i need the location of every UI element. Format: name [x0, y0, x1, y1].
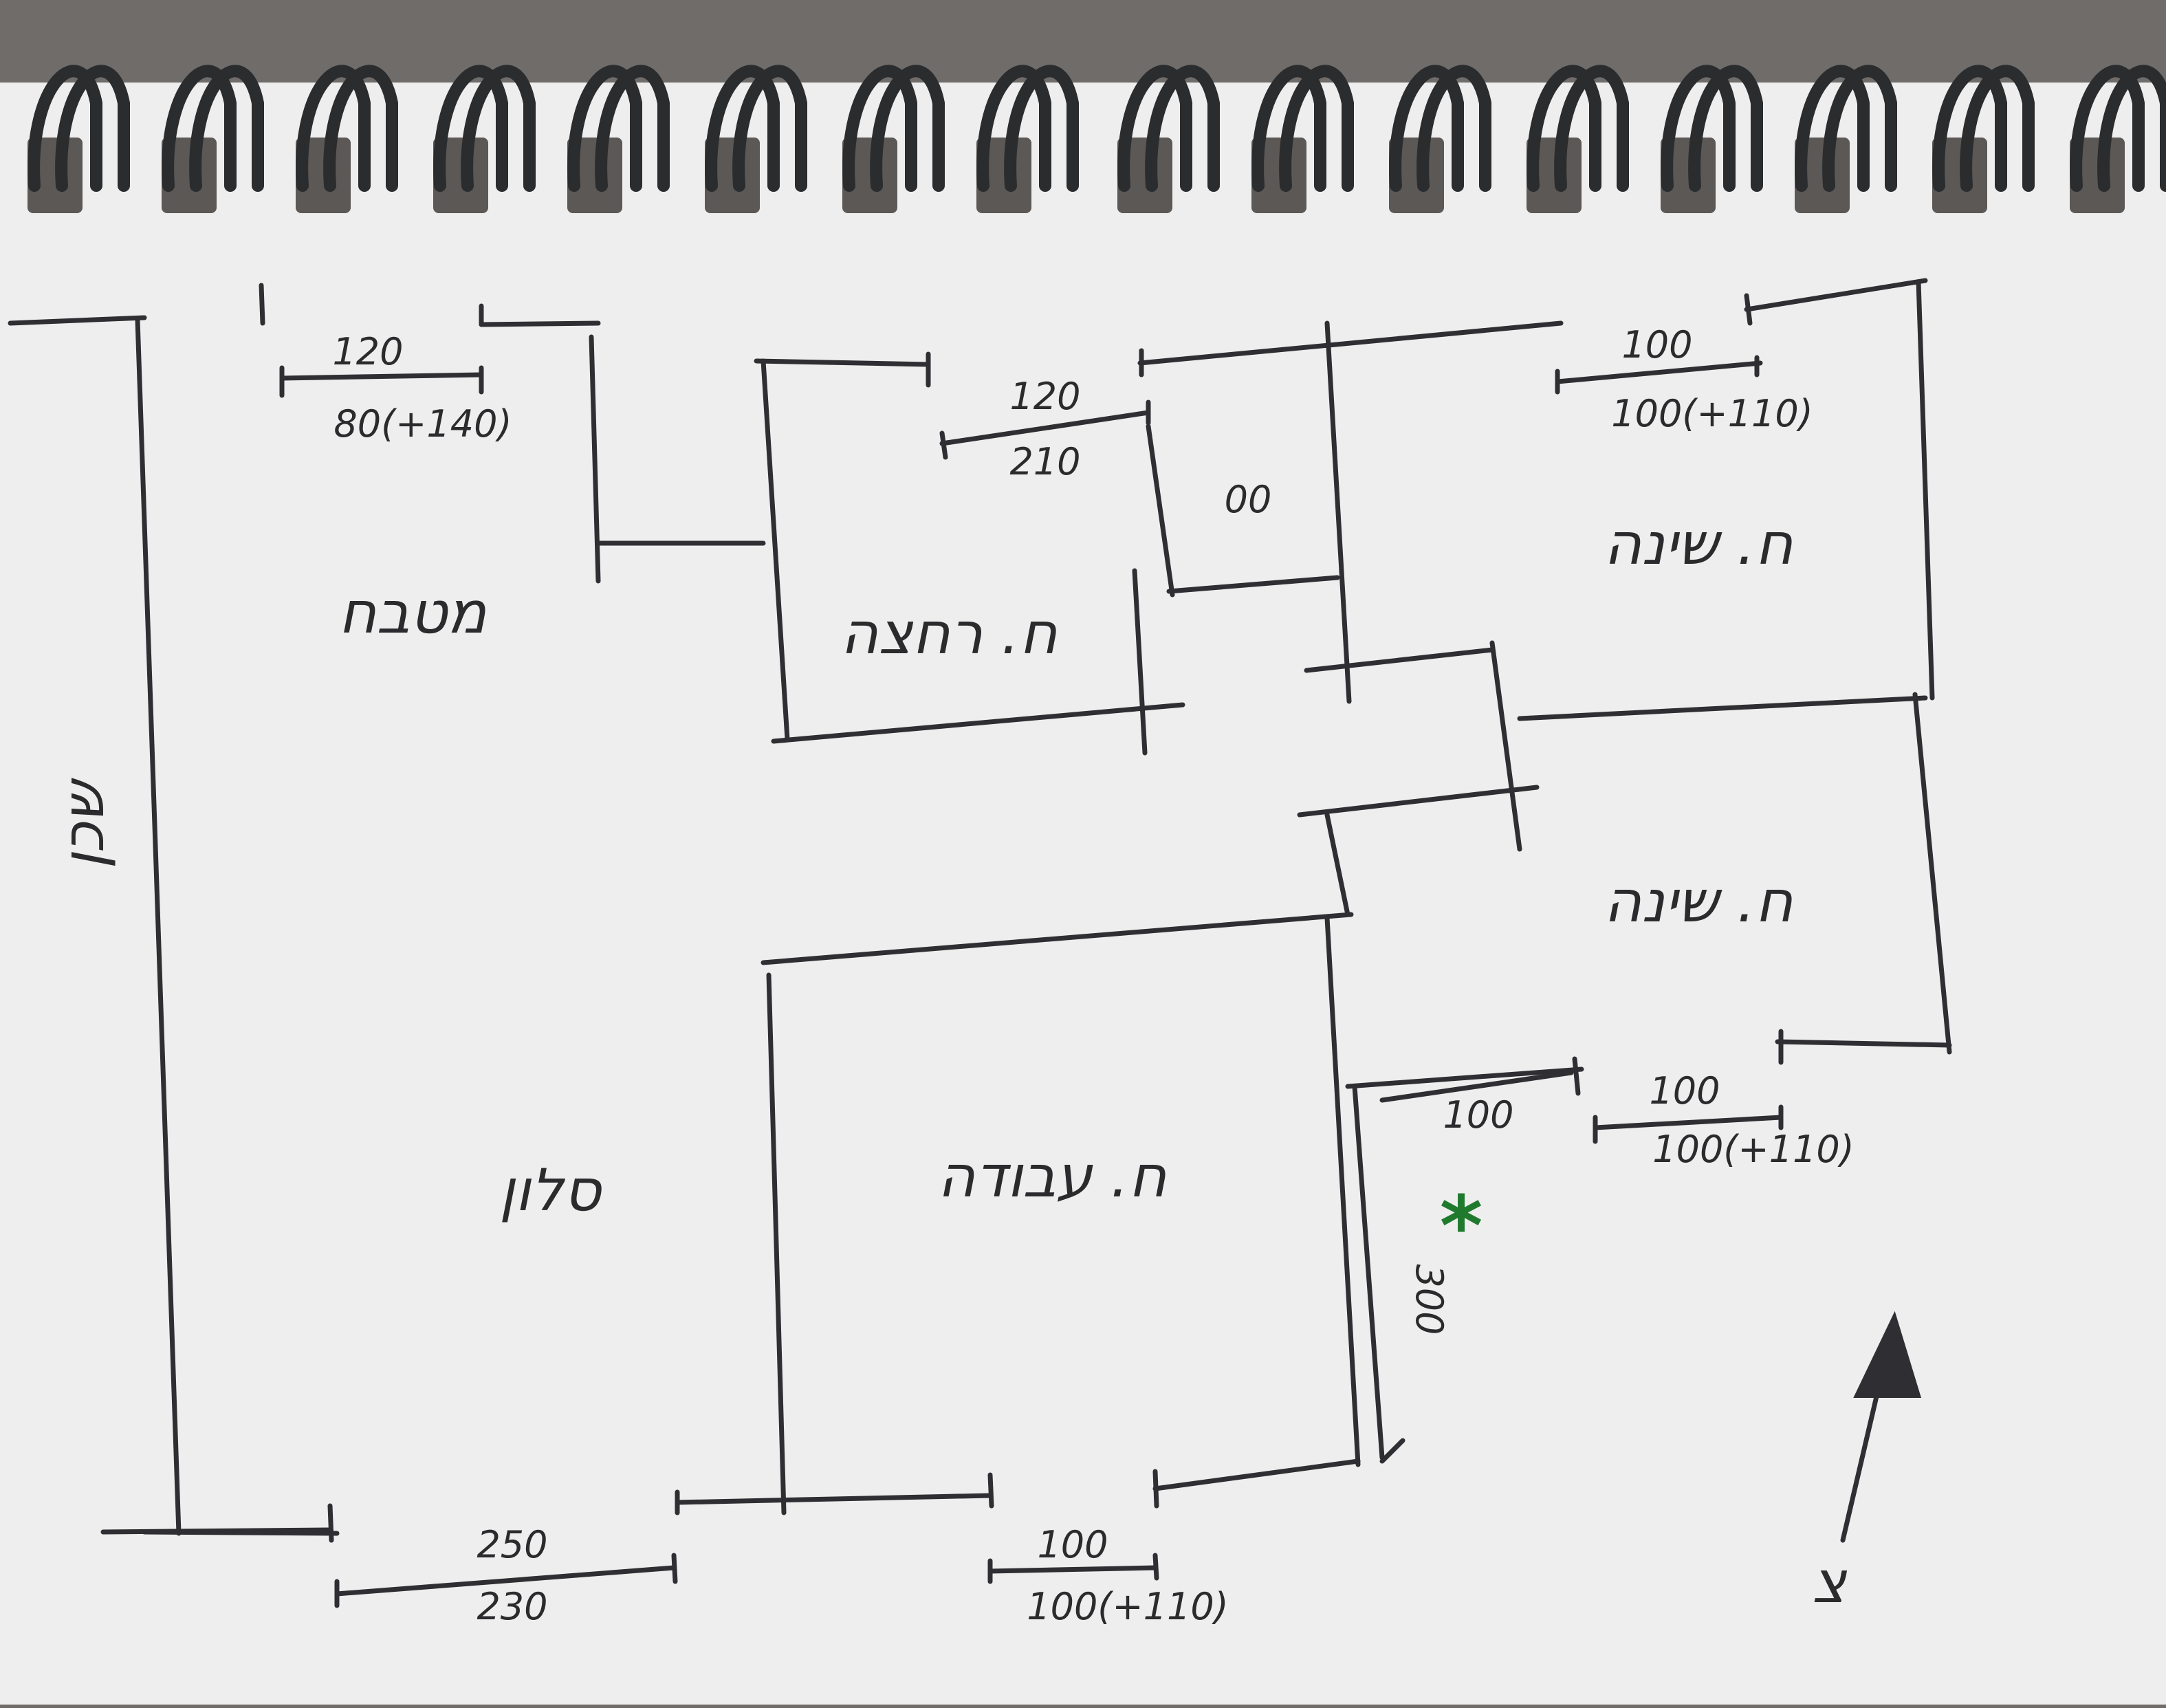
walls: [8, 278, 1952, 1608]
spiral-hole: [1117, 138, 1172, 213]
dim-hall-door: 100: [1443, 1093, 1513, 1137]
spiral-ring: [1279, 65, 1354, 192]
room-living: סלון: [499, 1157, 603, 1224]
dim-kitchen-door: 120: [332, 330, 403, 373]
spiral-hole: [2070, 138, 2125, 213]
spiral-ring: [2070, 65, 2145, 192]
spiral-binding: [28, 65, 2166, 213]
spiral-ring: [705, 65, 780, 192]
dim-kitchen-window: 80(+140): [333, 402, 512, 446]
spiral-ring: [1932, 65, 2007, 192]
dim-hall-length: 300: [1408, 1264, 1451, 1335]
paper-page: [0, 83, 2166, 1705]
room-bathroom: ח. רחצה: [840, 600, 1057, 667]
spiral-ring: [461, 65, 536, 192]
spiral-ring: [189, 65, 264, 192]
dim-closet: 00: [1225, 478, 1272, 521]
spiral-ring: [1661, 65, 1736, 192]
spiral-ring: [842, 65, 917, 192]
dim-bath-window: 210: [1009, 440, 1080, 483]
spiral-ring: [1251, 65, 1326, 192]
spiral-ring: [1527, 65, 1601, 192]
north-label: צ: [1812, 1548, 1847, 1616]
dim-living-door: 250: [477, 1523, 547, 1566]
dim-study-window: 100(+110): [1027, 1585, 1229, 1628]
dim-bedroom1-door: 100: [1621, 323, 1692, 366]
spiral-ring: [976, 65, 1051, 192]
spiral-hole: [1661, 138, 1716, 213]
room-bedroom-1: ח. שינה: [1604, 510, 1793, 578]
spiral-ring: [55, 65, 130, 192]
dim-bedroom1-window: 100(+110): [1611, 392, 1813, 435]
spiral-ring: [595, 65, 670, 192]
spiral-ring: [870, 65, 945, 192]
spiral-ring: [28, 65, 102, 192]
dim-living-window: 230: [477, 1585, 547, 1628]
spiral-ring: [1145, 65, 1220, 192]
spiral-ring: [433, 65, 508, 192]
spiral-hole: [1795, 138, 1850, 213]
north-arrow: [1840, 1311, 1922, 1543]
spiral-hole: [842, 138, 897, 213]
spiral-ring: [1688, 65, 1763, 192]
room-bedroom-2: ח. שינה: [1604, 868, 1793, 935]
spiral-hole: [433, 138, 488, 213]
spiral-ring: [567, 65, 642, 192]
spiral-ring: [1416, 65, 1491, 192]
spiral-ring: [1389, 65, 1464, 192]
spiral-hole: [28, 138, 83, 213]
room-kitchen: מטבח: [339, 579, 488, 646]
spiral-ring: [162, 65, 237, 192]
spiral-hole: [162, 138, 217, 213]
spiral-ring: [1554, 65, 1629, 192]
spiral-ring: [296, 65, 371, 192]
location-marker: *: [1440, 1179, 1483, 1275]
room-study: ח. עבודה: [937, 1143, 1166, 1210]
spiral-ring: [2097, 65, 2166, 192]
spiral-ring: [1960, 65, 2035, 192]
spiral-hole: [567, 138, 622, 213]
spiral-hole: [296, 138, 351, 213]
spiral-ring: [732, 65, 807, 192]
dim-bath-door: 120: [1009, 375, 1080, 418]
spiral-ring: [1822, 65, 1897, 192]
spiral-ring: [323, 65, 398, 192]
spiral-hole: [705, 138, 760, 213]
spiral-ring: [1004, 65, 1079, 192]
spiral-hole: [1251, 138, 1306, 213]
dim-bedroom2-window: 100(+110): [1652, 1128, 1855, 1171]
spiral-hole: [976, 138, 1031, 213]
spiral-ring: [1795, 65, 1870, 192]
dim-bedroom2-door: 100: [1649, 1069, 1720, 1113]
spiral-hole: [1389, 138, 1444, 213]
spiral-hole: [1527, 138, 1582, 213]
spiral-ring: [1117, 65, 1192, 192]
room-neighbor: שכן: [50, 778, 117, 868]
spiral-hole: [1932, 138, 1987, 213]
dim-study-door: 100: [1037, 1523, 1108, 1566]
